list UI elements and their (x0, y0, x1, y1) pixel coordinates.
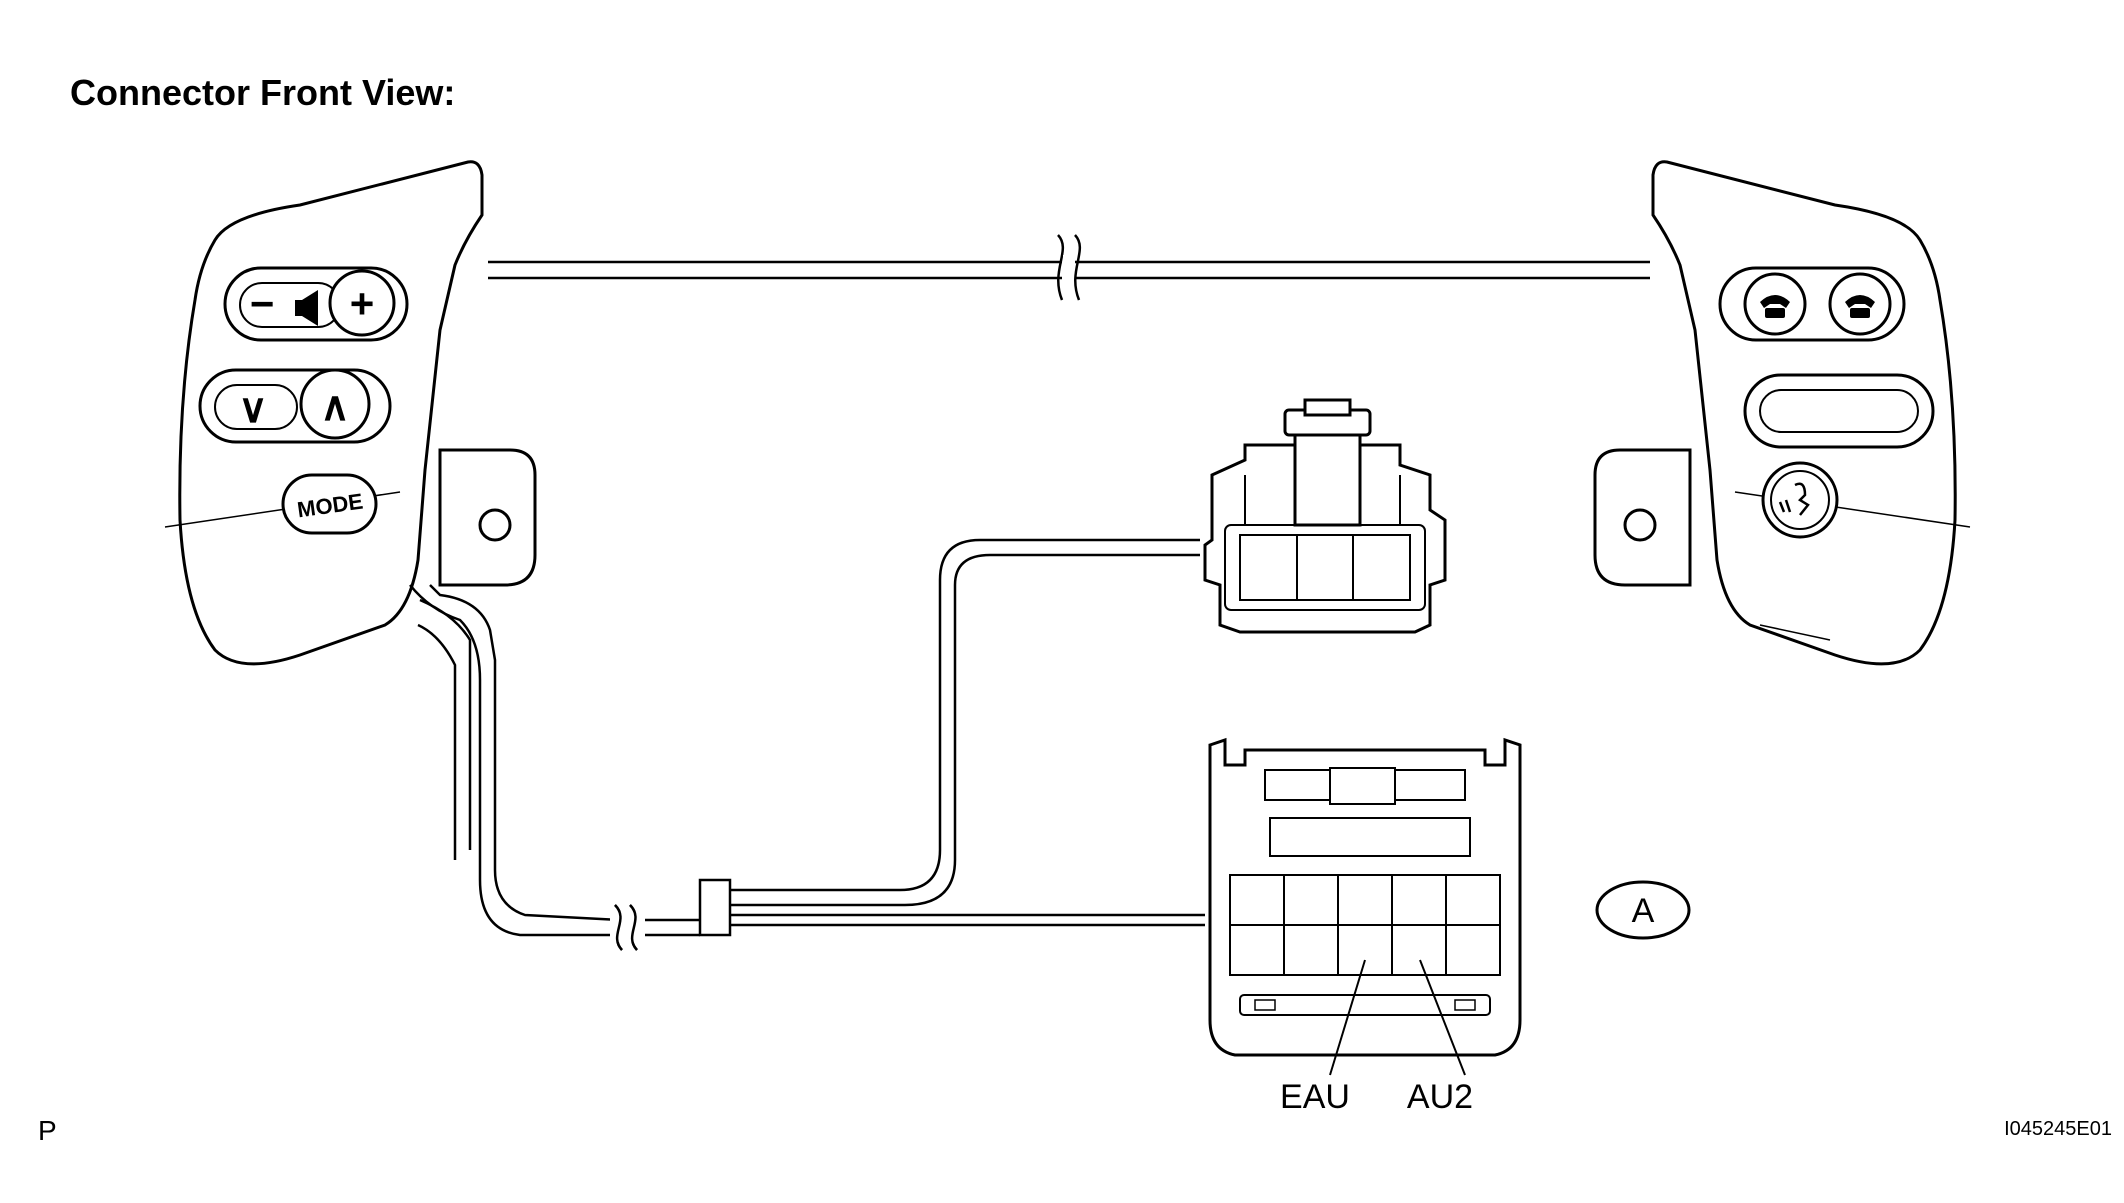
left-mount-hole (478, 508, 512, 542)
connector-3pin (1203, 398, 1447, 634)
volume-minus-label: − (250, 280, 275, 327)
top-wire-harness (488, 234, 1650, 301)
seek-down-label: ∨ (238, 387, 267, 431)
seek-up-label: ∧ (320, 385, 349, 429)
terminal-leaders (1329, 959, 1466, 1076)
speaker-icon (295, 290, 318, 326)
volume-plus-label: + (350, 280, 375, 327)
voice-icon (1778, 482, 1810, 516)
right-steering-switch (1593, 160, 1971, 666)
figure-code: I045245E01 (2004, 1118, 2112, 1140)
right-mount-hole (1623, 508, 1657, 542)
connector-a-label: A (1632, 892, 1655, 930)
left-steering-switch (164, 160, 537, 666)
connector-a-10pin (1208, 737, 1522, 1057)
harness-cable (409, 538, 1205, 951)
connector-a-callout (1595, 880, 1691, 940)
phone-on-icon (1845, 295, 1875, 318)
corner-mark: P (38, 1115, 57, 1146)
terminal-au2-label: AU2 (1407, 1078, 1473, 1116)
terminal-eau-label: EAU (1280, 1078, 1350, 1116)
mode-button[interactable] (281, 473, 378, 535)
phone-off-icon (1760, 295, 1790, 318)
diagram-title: Connector Front View: (70, 72, 455, 113)
